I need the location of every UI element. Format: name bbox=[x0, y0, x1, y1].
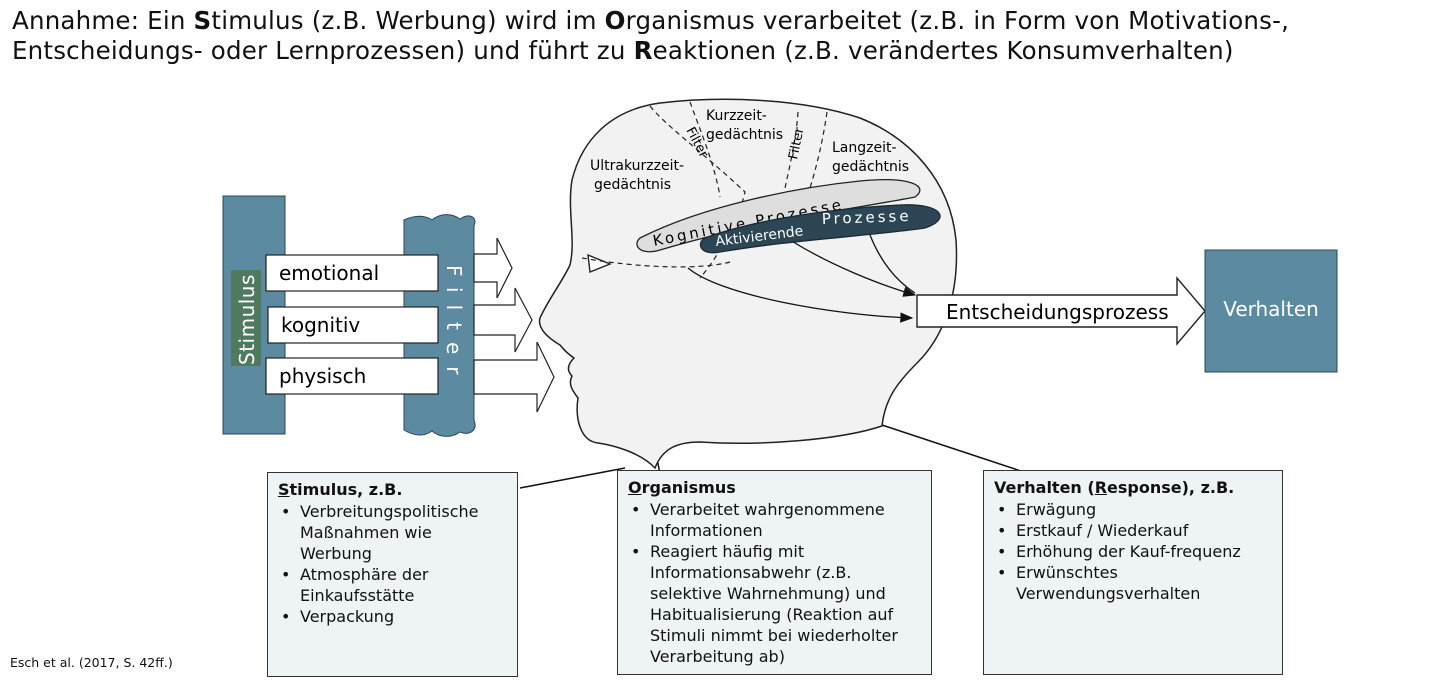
list-item: Verpackung bbox=[278, 606, 507, 627]
list-item: Erhöhung der Kauf-frequenz bbox=[994, 541, 1272, 562]
input-box-physisch bbox=[265, 357, 439, 395]
decision-process-label: Entscheidungsprozess bbox=[946, 300, 1169, 324]
title-letter-s: S bbox=[193, 6, 212, 35]
list-item: Reagiert häufig mit Informationsabwehr (… bbox=[628, 541, 921, 667]
kurzzeit-label-2: gedächtnis bbox=[706, 127, 783, 143]
langzeit-label-1: Langzeit- bbox=[832, 140, 897, 156]
input-box-kognitiv bbox=[267, 306, 439, 344]
input-label-kognitiv: kognitiv bbox=[281, 313, 360, 337]
stimulus-box-heading: Stimulus, z.B. bbox=[278, 480, 403, 499]
title-letter-o: O bbox=[604, 6, 626, 35]
aktivierende-prozesse-band bbox=[699, 204, 941, 254]
verhalten-label: Verhalten bbox=[1223, 297, 1319, 321]
prozesse-label: Prozesse bbox=[822, 207, 912, 228]
ultrakurzzeit-label-2: gedächtnis bbox=[594, 177, 671, 193]
citation: Esch et al. (2017, S. 42ff.) bbox=[10, 655, 173, 670]
organismus-box-list: Verarbeitet wahrgenommene Informationen … bbox=[628, 499, 921, 667]
list-item: Erwägung bbox=[994, 499, 1272, 520]
list-item: Atmosphäre der Einkaufsstätte bbox=[278, 564, 507, 606]
arrow-to-decision-1 bbox=[687, 267, 914, 323]
input-label-emotional: emotional bbox=[279, 261, 379, 285]
arrow-to-decision-2 bbox=[789, 239, 917, 297]
dashed-line-2 bbox=[689, 101, 721, 198]
kurzzeit-label-1: Kurzzeit- bbox=[706, 108, 767, 124]
organismus-description-box: Organismus Verarbeitet wahrgenommene Inf… bbox=[617, 470, 932, 675]
input-arrow-3 bbox=[473, 341, 555, 413]
filter-vertical-label: Filter bbox=[442, 265, 466, 387]
eye-icon bbox=[587, 253, 612, 273]
langzeit-label-2: gedächtnis bbox=[832, 159, 909, 175]
list-item: Erstkauf / Wiederkauf bbox=[994, 520, 1272, 541]
kognitive-prozesse-band bbox=[636, 179, 921, 253]
list-item: Erwünschtes Verwendungsverhalten bbox=[994, 562, 1272, 604]
list-item: Verbreitungspolitische Maßnahmen wie Wer… bbox=[278, 501, 507, 564]
ultrakurzzeit-label-1: Ultrakurzzeit- bbox=[590, 158, 684, 174]
input-arrow-2 bbox=[473, 287, 533, 353]
connector-stimulus bbox=[519, 467, 626, 489]
stimulus-box-list: Verbreitungspolitische Maßnahmen wie Wer… bbox=[278, 501, 507, 627]
stimulus-description-box: Stimulus, z.B. Verbreitungspolitische Ma… bbox=[267, 472, 518, 677]
verhalten-description-box: Verhalten (Response), z.B. Erwägung Erst… bbox=[983, 470, 1283, 675]
page-title: Annahme: Ein Stimulus (z.B. Werbung) wir… bbox=[12, 6, 1290, 65]
verhalten-box bbox=[1204, 249, 1338, 373]
organismus-box-heading: Organismus bbox=[628, 478, 736, 497]
dashed-line-4 bbox=[809, 111, 828, 189]
list-item: Verarbeitet wahrgenommene Informationen bbox=[628, 499, 921, 541]
arrow-to-decision-3 bbox=[869, 234, 916, 294]
verhalten-box-heading: Verhalten (Response), z.B. bbox=[994, 478, 1235, 497]
dashed-line-3 bbox=[784, 111, 799, 189]
input-box-emotional bbox=[265, 254, 439, 292]
dashed-line-5 bbox=[581, 257, 731, 268]
input-arrow-1 bbox=[473, 237, 513, 299]
stimulus-vertical-label: Stimulus bbox=[235, 274, 259, 365]
decision-process-arrow bbox=[916, 276, 1206, 346]
input-label-physisch: physisch bbox=[279, 364, 366, 388]
connector-verhalten bbox=[881, 424, 1031, 475]
title-letter-r: R bbox=[633, 36, 653, 65]
stimulus-label-bg bbox=[231, 270, 261, 366]
verhalten-box-list: Erwägung Erstkauf / Wiederkauf Erhöhung … bbox=[994, 499, 1272, 604]
memory-filter-label-2: Filter bbox=[786, 126, 808, 161]
